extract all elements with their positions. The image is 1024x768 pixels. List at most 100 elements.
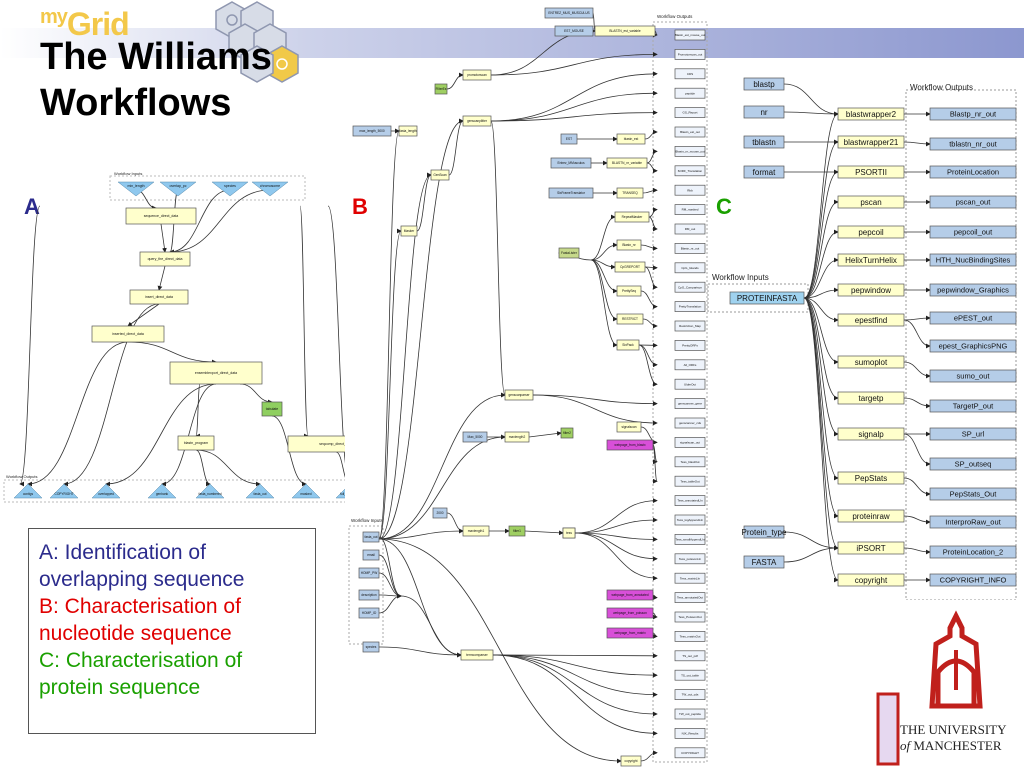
- connector-line: [378, 118, 464, 540]
- processor-box-helixturnhelix: [837, 253, 905, 267]
- output-box-prettytranslation: [674, 301, 706, 312]
- legend-line-b1: B: Characterisation of: [39, 595, 241, 618]
- output-label-sumo-out: sumo_out: [957, 372, 991, 381]
- output-box-blastn-est-mouse-out: [674, 29, 706, 41]
- input-box-species: [362, 641, 380, 653]
- output-box-peptide: [674, 87, 706, 99]
- output-box-ulderout: [674, 378, 706, 390]
- university-name: THE UNIVERSITY of MANCHESTER: [900, 722, 1007, 754]
- connector-line: [195, 383, 201, 439]
- output-triangle-fasta-out: [245, 483, 275, 499]
- input-label-chromosome: chromosome: [260, 184, 280, 188]
- input-box-protein-type: [743, 525, 785, 539]
- output-label-peptide: peptide: [685, 91, 695, 95]
- processor-label-blastn-est: blastn_est: [624, 137, 639, 141]
- connector-line: [105, 383, 217, 487]
- input-box-email: [362, 549, 380, 561]
- output-box-epest-graphicspng: [929, 339, 1017, 353]
- output-box-tess-blastout: [674, 456, 706, 468]
- output-label-pscan-out: pscan_out: [956, 198, 992, 207]
- university-line-2: of MANCHESTER: [900, 738, 1007, 754]
- input-triangle-min-length: [117, 181, 155, 197]
- output-label-sp-outseq: SP_outseq: [955, 460, 992, 469]
- input-label-species: species: [366, 645, 377, 649]
- output-box-cpg-islands: [674, 262, 706, 274]
- connector-line: [803, 139, 839, 299]
- input-box-nr: [743, 105, 785, 119]
- input-label-max-length-5000: max_length_5000: [359, 129, 385, 133]
- output-box-tess-matrixout: [674, 631, 706, 642]
- connector-line: [27, 341, 129, 487]
- output-label-genscanner-cds: genscanner_cds: [679, 421, 702, 425]
- output-box-tess-annotatedlin: [674, 495, 706, 506]
- processor-label-webpage-from-blastx: webpage_from_blastx: [614, 443, 646, 447]
- mygrid-logo: myGrid: [40, 6, 130, 43]
- connector-line: [378, 528, 464, 540]
- output-box-blastn-nr-out: [674, 243, 706, 254]
- processor-box-webpage-from-poisson: [606, 607, 654, 619]
- processor-label-filteres: FilterEs: [436, 87, 447, 91]
- connector-line: [803, 257, 839, 299]
- processor-label-sequence-direct-data: sequence_direct_data: [144, 214, 178, 218]
- processor-box-blastn-est: [616, 133, 646, 145]
- input-box-est-mouse: [554, 25, 594, 37]
- connector-line: [783, 111, 839, 117]
- connector-line: [490, 90, 658, 122]
- output-label-tess-matrixout: Tess_matrixOut: [680, 634, 701, 638]
- connector-line: [642, 318, 658, 329]
- connector-line: [803, 169, 839, 299]
- processor-label-repeatmasker: RepeatMasker: [622, 215, 644, 219]
- output-triangle-overlapped: [91, 483, 121, 499]
- processor-box-webpage-from-blastx: [606, 439, 654, 451]
- connector-line: [652, 632, 658, 639]
- processor-box-tabulate: [261, 401, 283, 417]
- processor-box-fasta-length: [398, 125, 418, 137]
- connector-line: [574, 517, 658, 534]
- processor-box-restrict: [616, 313, 644, 325]
- processor-box-masker: [400, 225, 418, 237]
- connector-line: [400, 595, 462, 658]
- processor-box-sequence-direct-data: [125, 207, 197, 225]
- output-label-pepstats-out: PepStats_Out: [950, 490, 998, 499]
- processor-label-blastn-program: blastn_program: [184, 441, 208, 445]
- connector-line: [652, 444, 658, 484]
- output-box-tess-poissonout: [674, 611, 706, 623]
- input-label-homp-pw: HOMP_PW: [361, 571, 377, 575]
- output-label-signalscan-out: signalscan_out: [680, 440, 700, 444]
- connector-line: [783, 545, 839, 563]
- processor-label-proteinraw: proteinraw: [852, 512, 890, 521]
- connector-line: [448, 118, 464, 176]
- connector-line: [239, 383, 273, 405]
- input-box-fasta-out: [362, 531, 380, 543]
- output-label-tess-blastout: Tess_blastOut: [680, 460, 699, 464]
- processor-label-masker: Masker: [404, 229, 415, 233]
- output-triangle-copyright: [49, 483, 79, 499]
- connector-line: [127, 341, 217, 365]
- panel-label-a: A: [24, 194, 40, 219]
- processor-box-promotorscan: [462, 69, 492, 81]
- processor-box-copyright: [620, 755, 642, 767]
- processor-label-cpgreport: CpGREPORT: [620, 265, 640, 269]
- legend-line-a1: A: Identification of: [39, 541, 206, 564]
- university-line-1: THE UNIVERSITY: [900, 722, 1007, 737]
- output-box-blastn-nr-mouse-out: [674, 146, 706, 157]
- input-box-sixframetranslator: [548, 187, 594, 199]
- connector-line: [803, 297, 839, 437]
- connector-line: [640, 244, 658, 251]
- input-label-email: email: [367, 553, 375, 557]
- connector-line: [652, 594, 658, 600]
- input-label-2000: 2000: [436, 511, 443, 515]
- output-box-copyright-info: [929, 573, 1017, 587]
- logo-text: Grid: [66, 6, 130, 42]
- connector-line: [644, 129, 658, 140]
- processor-box-query-the-direct-data: [139, 251, 191, 267]
- processor-label-blastn-nr-variable: BLASTN_nr_variable: [612, 161, 642, 165]
- output-label-tblastn-nr-out: tblastn_nr_out: [949, 140, 997, 149]
- connector-line: [127, 303, 160, 327]
- connector-line: [646, 149, 658, 164]
- connector-line: [195, 449, 211, 487]
- output-triangle-full-alignment: [335, 488, 345, 499]
- processor-box-pepstats: [837, 471, 905, 485]
